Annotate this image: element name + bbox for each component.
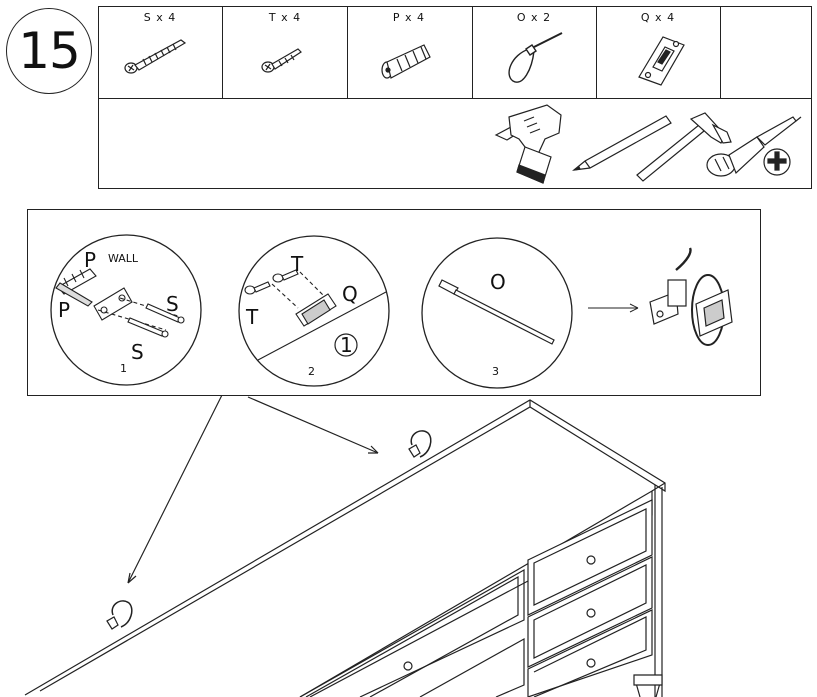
pencil-icon xyxy=(572,115,672,171)
short-screw-icon xyxy=(261,48,302,73)
result-arrowhead xyxy=(629,303,639,313)
detail-number-3: 3 xyxy=(492,365,499,378)
reference-number: 1 xyxy=(340,333,353,357)
wood-screw-icon xyxy=(124,39,187,74)
bracket-detail xyxy=(244,269,387,361)
part-label-p: P x 4 xyxy=(392,11,426,24)
detail-number-2: 2 xyxy=(308,365,315,378)
label-s-right: S xyxy=(166,292,179,316)
parts-table: S x 4 T x 4 P x 4 O x 2 Q x 4 xyxy=(98,6,812,189)
parts-drawings xyxy=(124,32,802,184)
label-p-top: P xyxy=(84,248,97,272)
cell-divider xyxy=(596,7,597,99)
cell-divider xyxy=(720,7,721,99)
detail-drawings xyxy=(50,234,733,389)
part-label-s: S x 4 xyxy=(143,11,177,24)
label-t-top: T xyxy=(291,252,304,276)
cell-divider xyxy=(222,7,223,99)
cell-divider xyxy=(472,7,473,99)
cable-tie-icon xyxy=(508,32,563,83)
label-q: Q xyxy=(342,282,358,306)
label-wall: WALL xyxy=(108,252,139,265)
bracket-icon xyxy=(638,36,685,86)
secured-bracket-result xyxy=(649,247,733,346)
cell-divider xyxy=(347,7,348,99)
wall-mount-detail xyxy=(55,268,185,338)
phillips-head-icon xyxy=(763,148,791,176)
part-label-t: T x 4 xyxy=(268,11,302,24)
cable-tie-detail xyxy=(438,279,555,345)
detail-panel: P WALL P S S 1 T Q T 1 2 O 3 xyxy=(27,209,761,396)
hammer-icon xyxy=(636,112,732,182)
wall-plug-icon xyxy=(381,44,431,79)
step-number: 15 xyxy=(6,8,92,94)
part-label-o: O x 2 xyxy=(516,11,552,24)
screwdriver-icon xyxy=(706,116,802,177)
label-s-bottom: S xyxy=(131,340,144,364)
label-t-bottom: T xyxy=(246,305,259,329)
part-label-q: Q x 4 xyxy=(640,11,676,24)
detail-number-1: 1 xyxy=(120,362,127,375)
label-p-bottom: P xyxy=(58,298,71,322)
dresser-drawing xyxy=(24,395,666,697)
label-o: O xyxy=(490,270,506,294)
reference-circle xyxy=(334,333,358,357)
row-divider xyxy=(99,98,811,99)
drill-icon xyxy=(494,104,562,184)
